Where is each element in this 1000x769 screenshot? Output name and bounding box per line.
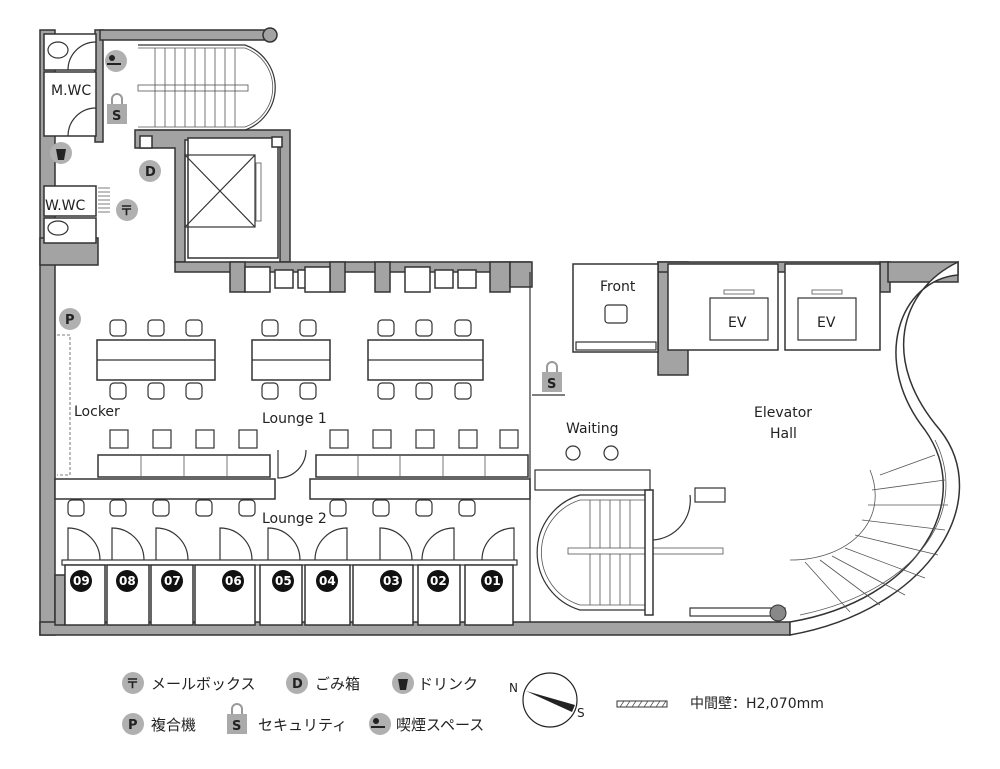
elevator-shaft xyxy=(139,135,283,259)
svg-text:07: 07 xyxy=(164,574,181,588)
compass: N S xyxy=(509,672,585,728)
svg-text:S: S xyxy=(547,377,556,392)
room-label-lounge2: Lounge 2 xyxy=(262,511,327,527)
legend-smoking: 喫煙スペース xyxy=(396,716,484,734)
stairs-center xyxy=(534,445,787,622)
legend-partition: 中間壁：H2,070mm xyxy=(690,696,824,712)
legend-printer: 複合機 xyxy=(151,716,196,734)
room-label-elevator-hall-1: Elevator xyxy=(754,405,812,421)
svg-text:08: 08 xyxy=(119,574,136,588)
room-label-ev2: EV xyxy=(817,315,836,331)
svg-text:〒: 〒 xyxy=(120,204,133,219)
room-label-mens-wc: M.WC xyxy=(51,83,91,99)
security-icon: S xyxy=(542,361,562,392)
smoking-icon xyxy=(105,50,127,72)
booth-04: 04 xyxy=(316,570,338,592)
svg-text:01: 01 xyxy=(484,574,501,588)
room-label-ev1: EV xyxy=(728,315,747,331)
booth-09: 09 xyxy=(70,570,92,592)
legend-security: セキュリティ xyxy=(258,716,347,734)
svg-text:S: S xyxy=(577,706,585,720)
booth-05: 05 xyxy=(272,570,294,592)
booth-08: 08 xyxy=(116,570,138,592)
svg-text:N: N xyxy=(509,681,518,695)
stairs-top xyxy=(137,44,276,131)
svg-text:D: D xyxy=(292,677,303,692)
trash-icon: D xyxy=(139,160,161,182)
svg-text:03: 03 xyxy=(383,574,400,588)
drink-icon xyxy=(50,142,72,164)
booth-01: 01 xyxy=(481,570,503,592)
room-label-elevator-hall-2: Hall xyxy=(770,426,797,442)
spiral-stairs xyxy=(789,439,948,616)
svg-text:〒: 〒 xyxy=(126,677,139,692)
svg-text:S: S xyxy=(112,109,121,124)
security-icon: S xyxy=(107,93,127,124)
svg-text:P: P xyxy=(128,718,138,733)
svg-text:P: P xyxy=(65,313,75,328)
svg-text:D: D xyxy=(145,165,156,180)
legend: 〒 メールボックス D ごみ箱 ドリンク P 複合機 S セキュリティ 喫煙スペ… xyxy=(122,672,824,735)
mailbox-icon: 〒 xyxy=(116,199,138,221)
room-label-waiting: Waiting xyxy=(566,421,619,437)
booth-07: 07 xyxy=(161,570,183,592)
svg-text:09: 09 xyxy=(73,574,90,588)
printer-icon: P xyxy=(59,308,81,330)
svg-text:06: 06 xyxy=(225,574,242,588)
room-label-womens-wc: W.WC xyxy=(45,198,86,214)
svg-text:S: S xyxy=(232,719,241,734)
svg-text:02: 02 xyxy=(430,574,447,588)
room-label-locker: Locker xyxy=(74,404,120,420)
svg-text:04: 04 xyxy=(319,574,336,588)
legend-drink: ドリンク xyxy=(418,675,478,693)
booth-06: 06 xyxy=(222,570,244,592)
svg-text:05: 05 xyxy=(275,574,292,588)
room-label-lounge1: Lounge 1 xyxy=(262,411,327,427)
room-label-front: Front xyxy=(600,279,636,295)
legend-mailbox: メールボックス xyxy=(151,675,256,693)
legend-trash: ごみ箱 xyxy=(315,675,360,693)
booth-03: 03 xyxy=(380,570,402,592)
booth-02: 02 xyxy=(427,570,449,592)
